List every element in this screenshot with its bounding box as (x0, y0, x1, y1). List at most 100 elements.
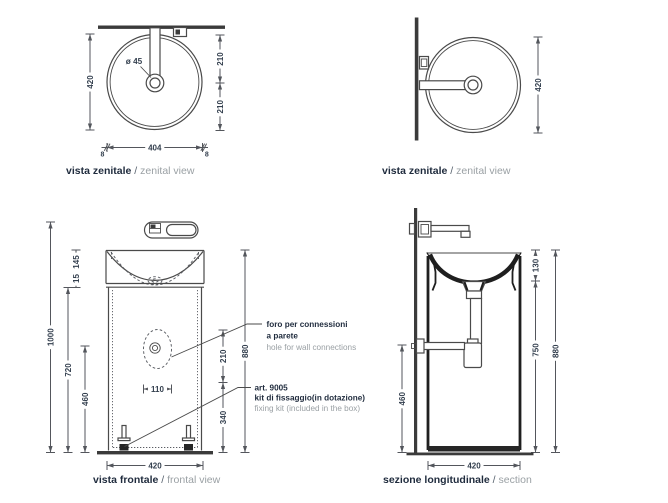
zenital-right-view: 420 vista zenitale / zenital view (382, 17, 543, 177)
dim-overall-height: 420 (85, 33, 95, 131)
dim-pedestal-height: 720 (63, 287, 73, 453)
bowl-drain-hidden-inner (151, 278, 159, 283)
dimension-value: 15 (72, 274, 81, 283)
faucet-aerator (460, 230, 471, 238)
drain-nut (465, 290, 483, 300)
dim-pedestal-height: 750 (530, 280, 541, 453)
kit-leader-line (124, 387, 251, 447)
rim-corner-horns (426, 252, 522, 260)
dimension-value: 145 (72, 255, 81, 269)
drain-inner-icon (149, 77, 161, 89)
caption-english: zenital view (140, 165, 195, 177)
dimension-value: 460 (81, 392, 90, 406)
hole-note-english: hole for wall connections (267, 343, 357, 352)
wall-pipe-flange (415, 338, 425, 354)
left-bracket (431, 260, 437, 291)
caption-italian: vista zenitale (382, 165, 448, 177)
caption-separator: / (131, 165, 140, 177)
dim-rim-gap: 15 (71, 271, 81, 288)
wall-line (414, 208, 418, 455)
dimension-value: 1000 (46, 328, 55, 346)
dimension-value: 210 (216, 100, 225, 114)
hole-detail-outer (149, 342, 161, 354)
dim-basin-width: 404 (106, 142, 203, 153)
dim-drain-height: 460 (397, 344, 407, 453)
dimension-value: 720 (64, 363, 73, 377)
dimension-value: 130 (531, 258, 540, 272)
hole-leader-line (171, 323, 262, 358)
bowl-cut (427, 253, 521, 285)
siphon-assembly (411, 280, 487, 369)
wall-line (98, 25, 225, 29)
section-view: 130 750 880 460 420 (383, 208, 561, 486)
dim-overall-height: 420 (533, 36, 543, 134)
dimension-value: 420 (534, 78, 543, 92)
caption-separator: / (158, 474, 167, 486)
bowl-curve (106, 251, 204, 281)
faucet-flange-detail (420, 224, 429, 235)
caption-italian: vista frontale (93, 474, 159, 486)
view-caption: vista frontale / frontal view (93, 474, 221, 486)
caption-italian: sezione longitudinale (383, 474, 490, 486)
basin-rim-band (106, 282, 204, 288)
caption-english: frontal view (167, 474, 221, 486)
kit-note-line2: kit di fissaggio(in dotazione) (255, 394, 366, 403)
dim-body-height: 880 (550, 249, 561, 453)
faucet-handle-cell (150, 224, 156, 228)
dim-hole-offset: 210 (218, 329, 228, 383)
faucet-knob (408, 222, 416, 235)
bolt-pin (121, 424, 127, 440)
base-plate (428, 446, 520, 452)
dim-offset-left: 8 (101, 143, 111, 159)
drain-leader-line (140, 66, 152, 78)
faucet-section (408, 220, 471, 238)
dimension-value: 880 (241, 344, 250, 358)
view-caption: vista zenitale / zenital view (382, 165, 511, 177)
view-caption: vista zenitale / zenital view (66, 165, 195, 177)
faucet-spout (430, 224, 470, 232)
faucet-spout (165, 223, 197, 237)
kit-note-english: fixing kit (included in the box) (255, 404, 361, 413)
bolt-washer (181, 437, 196, 442)
pedestal (107, 287, 203, 451)
dimension-value: 420 (467, 461, 481, 470)
faucet-mount-detail (420, 58, 428, 67)
bolt-pin (185, 424, 192, 440)
hole-detail-inner (151, 344, 159, 352)
bolt-base (184, 444, 193, 451)
wall-connection-hole (143, 329, 172, 369)
wall-pipe-stub (411, 343, 417, 349)
caption-separator: / (447, 165, 456, 177)
dimension-value: 8 (101, 152, 105, 159)
faucet-spout (418, 80, 467, 91)
dimension-value: 460 (398, 392, 407, 406)
dim-hole-bottom: 340 (218, 382, 228, 453)
dimension-value: 210 (216, 52, 225, 66)
dimension-value: 420 (86, 75, 95, 89)
bolt-washer (117, 437, 131, 442)
wall-line (414, 17, 419, 141)
kit-note-line1: art. 9005 (255, 384, 289, 393)
faucet-spout (149, 27, 161, 79)
tailpipe (469, 297, 483, 345)
caption-english: section (499, 474, 532, 486)
basin-sides (105, 250, 205, 284)
drain-inner-icon (467, 79, 479, 91)
basin (105, 249, 205, 288)
dimension-value: 404 (148, 143, 162, 152)
dimension-value: 110 (151, 385, 164, 394)
frontal-view: 1000 145 15 720 460 210 340 880 110 420 (45, 221, 366, 486)
bowl-curve-hidden (110, 251, 200, 286)
pedestal-hidden-edges (112, 290, 198, 448)
dim-hole-width: 110 (143, 384, 172, 394)
dimension-value: 750 (531, 343, 540, 357)
fixing-bolt-left (117, 424, 131, 451)
dim-offset-right: 8 (200, 143, 209, 159)
zenital-left-view: 420 210 210 404 8 8 ø 45 vista zenitale … (66, 25, 225, 177)
dim-body-height: 880 (240, 249, 250, 453)
pedestal-sides (107, 287, 203, 451)
dim-drain-height: 460 (80, 345, 90, 453)
dimension-value: 8 (205, 152, 209, 159)
